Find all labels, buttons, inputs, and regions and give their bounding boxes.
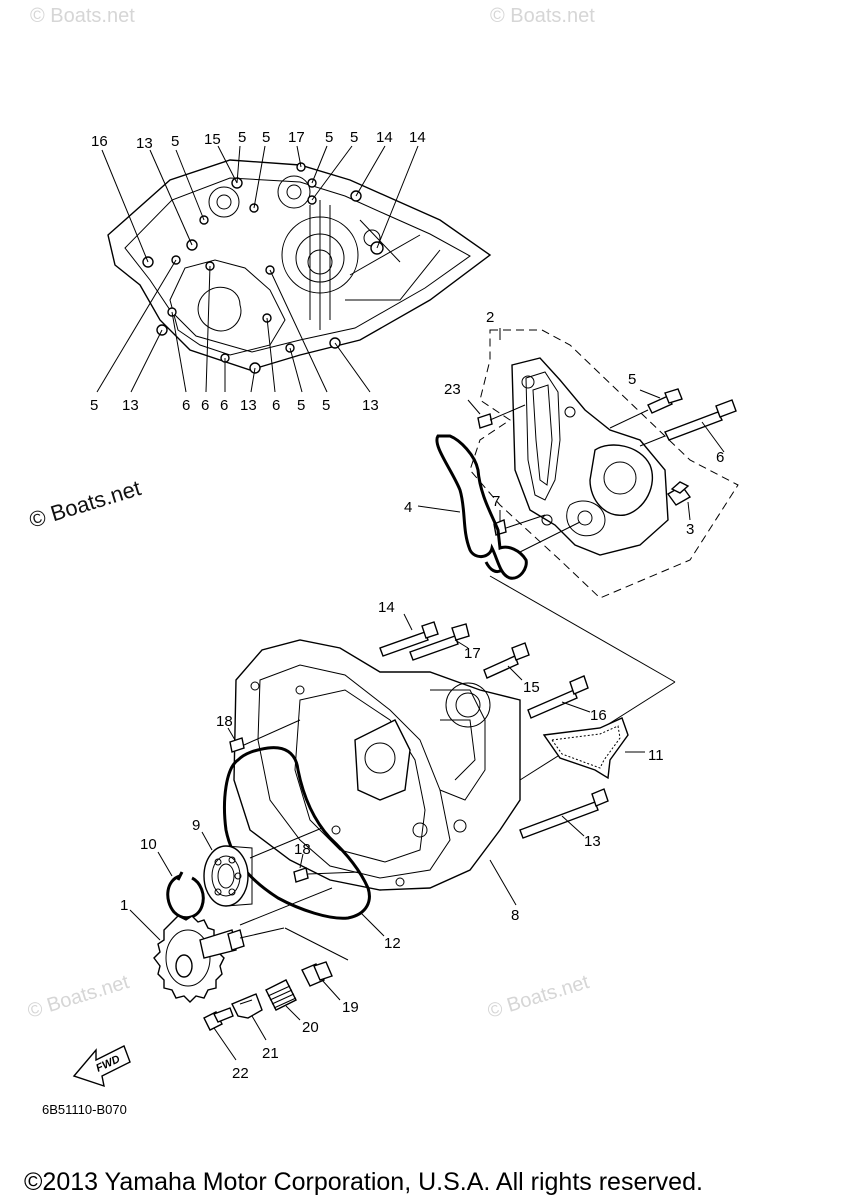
svg-text:9: 9 [192, 817, 200, 834]
svg-text:14: 14 [376, 129, 393, 146]
align-line-a [489, 575, 676, 683]
svg-text:7: 7 [492, 493, 500, 510]
svg-text:12: 12 [384, 935, 401, 952]
svg-text:6: 6 [201, 397, 209, 414]
part-21-bracket: 21 [231, 993, 279, 1062]
label-part-8: 8 [511, 907, 519, 924]
svg-text:3: 3 [686, 521, 694, 538]
part-18-dowel-upper: 18 [216, 713, 301, 753]
part-22-screw: 22 [203, 1007, 249, 1082]
drawing-code: 6B51110-B070 [42, 1102, 127, 1117]
part-4-pump-gasket: 4 [404, 434, 528, 580]
svg-text:18: 18 [294, 841, 311, 858]
svg-text:13: 13 [122, 397, 139, 414]
svg-text:18: 18 [216, 713, 233, 730]
part-11-oil-screen: 11 [542, 717, 664, 780]
svg-text:10: 10 [140, 836, 157, 853]
part-16-bolt: 16 [527, 675, 607, 724]
label-part-2: 2 [486, 309, 494, 326]
align-line-c [249, 827, 323, 859]
top-view-callouts: 16 13 5 15 5 5 17 5 5 14 14 5 13 6 6 6 1… [90, 129, 426, 414]
svg-text:5: 5 [325, 129, 333, 146]
part-20-spring: 20 [265, 979, 319, 1036]
svg-text:6: 6 [272, 397, 280, 414]
svg-text:14: 14 [409, 129, 426, 146]
svg-text:15: 15 [204, 131, 221, 148]
svg-text:21: 21 [262, 1045, 279, 1062]
align-line-d [239, 887, 333, 926]
part-19-relief-valve: 19 [301, 961, 359, 1016]
part-13-bolt: 13 [519, 788, 609, 850]
watermark-bottom-right: © Boats.net [485, 971, 592, 1023]
svg-text:5: 5 [628, 371, 636, 388]
crankcase-cover-top-view: 16 13 5 15 5 5 17 5 5 14 14 5 13 6 6 6 1… [90, 129, 492, 414]
top-view-leaders-top [101, 145, 419, 263]
svg-text:5: 5 [262, 129, 270, 146]
svg-text:23: 23 [444, 381, 461, 398]
svg-text:5: 5 [322, 397, 330, 414]
svg-text:6: 6 [182, 397, 190, 414]
part-5-bolt-pump: 5 [609, 371, 683, 429]
svg-text:22: 22 [232, 1065, 249, 1082]
svg-text:6: 6 [716, 449, 724, 466]
align-line-gear [239, 927, 285, 939]
svg-text:20: 20 [302, 1019, 319, 1036]
part-18-dowel-lower: 18 [293, 841, 361, 883]
top-view-leaders-bottom [96, 259, 371, 393]
crankcase-cover: 8 [233, 639, 521, 924]
svg-text:17: 17 [464, 645, 481, 662]
watermark-top-right: © Boats.net [490, 5, 595, 27]
part-7-dowel: 7 [492, 493, 546, 536]
svg-text:13: 13 [240, 397, 257, 414]
part-10-circlip: 10 [140, 836, 205, 920]
svg-text:5: 5 [350, 129, 358, 146]
part-9-bearing: 9 [192, 817, 253, 907]
svg-text:6: 6 [220, 397, 228, 414]
svg-text:5: 5 [90, 397, 98, 414]
svg-text:17: 17 [288, 129, 305, 146]
part-1-pump-drive-gear: 1 [120, 897, 245, 1003]
oil-pump-assembly [469, 329, 739, 599]
watermark-mid-left: © Boats.net [26, 475, 144, 533]
svg-text:5: 5 [238, 129, 246, 146]
part-15-bolt: 15 [483, 642, 540, 696]
svg-text:4: 4 [404, 499, 412, 516]
svg-text:16: 16 [91, 133, 108, 150]
part-3-plug: 3 [666, 481, 694, 538]
svg-text:15: 15 [523, 679, 540, 696]
part-17-bolt: 17 [409, 623, 481, 662]
svg-text:16: 16 [590, 707, 607, 724]
leader-4-to-pump [519, 521, 581, 553]
svg-text:14: 14 [378, 599, 395, 616]
svg-text:13: 13 [362, 397, 379, 414]
svg-text:13: 13 [584, 833, 601, 850]
forward-direction-arrow: FWD [72, 1045, 131, 1088]
svg-text:5: 5 [171, 133, 179, 150]
align-line-e [284, 927, 349, 961]
watermark-top-left: © Boats.net [30, 5, 135, 27]
svg-text:13: 13 [136, 135, 153, 152]
part-14-bolt: 14 [378, 599, 439, 657]
copyright-notice: ©2013 Yamaha Motor Corporation, U.S.A. A… [24, 1168, 703, 1196]
svg-text:1: 1 [120, 897, 128, 914]
watermark-bottom-left: © Boats.net [25, 971, 132, 1023]
svg-text:11: 11 [648, 747, 664, 764]
svg-text:5: 5 [297, 397, 305, 414]
part-6-long-bolt: 6 [639, 399, 737, 466]
part-23-dowel: 23 [444, 381, 526, 429]
svg-text:19: 19 [342, 999, 359, 1016]
